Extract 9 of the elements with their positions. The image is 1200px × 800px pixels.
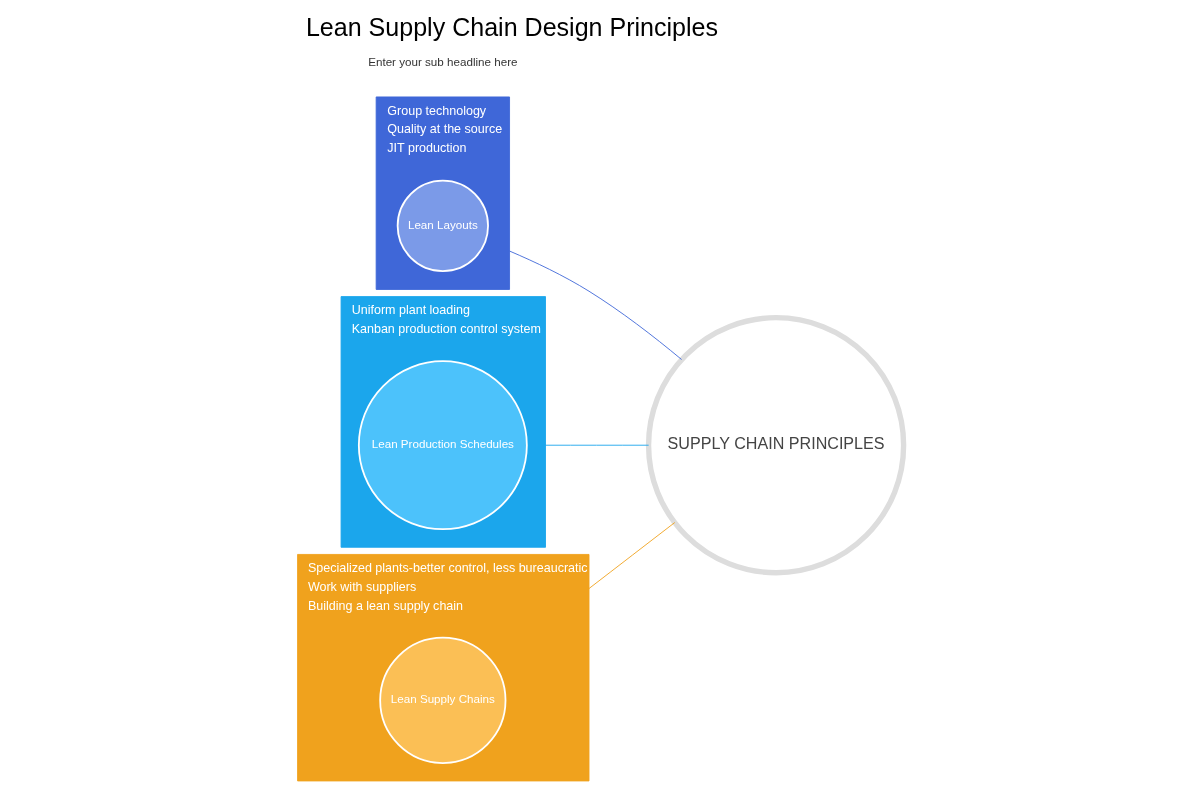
label: Enter your sub headline here (367, 54, 517, 68)
connector (508, 250, 682, 360)
diagram-title: Lean Supply Chain Design Principles (305, 12, 718, 41)
node-circle: Lean Production Schedules (357, 360, 528, 531)
connector (544, 444, 649, 446)
node-circle: Lean Supply Chains (378, 636, 506, 764)
node-circle: SUPPLY CHAIN PRINCIPLES (645, 315, 906, 576)
node-circle: Lean Layouts (396, 179, 489, 272)
connector (588, 522, 675, 589)
